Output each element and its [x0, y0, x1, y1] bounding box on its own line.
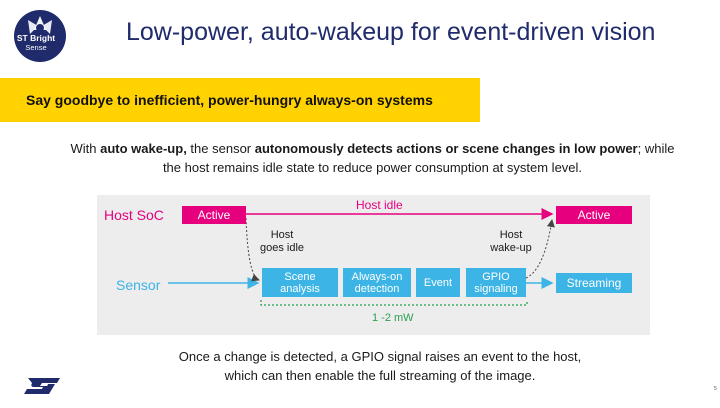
step-event: Event	[416, 268, 460, 297]
step-line: GPIO	[482, 270, 510, 283]
note-line: Host	[270, 229, 294, 241]
bottom-line-1: Once a change is detected, a GPIO signal…	[178, 349, 582, 364]
goes-idle-arrow	[245, 217, 260, 282]
desc-part-2: the sensor	[186, 141, 255, 156]
logo-line-1: ST Bright	[16, 33, 56, 43]
desc-bold-2: autonomously detects actions or scene ch…	[254, 141, 638, 156]
host-soc-label: Host SoC	[104, 207, 164, 223]
power-bracket	[260, 300, 528, 306]
sensor-label: Sensor	[116, 277, 161, 293]
step-line: analysis	[280, 282, 320, 295]
host-active-box-2: Active	[556, 206, 632, 224]
host-active-box-1: Active	[182, 206, 246, 224]
st-logo-icon	[24, 378, 60, 394]
note-line: wake-up	[490, 242, 532, 254]
page-title: Low-power, auto-wakeup for event-driven …	[126, 18, 656, 46]
host-goes-idle-note: Host goes idle	[254, 229, 310, 255]
description-text: With auto wake-up, the sensor autonomous…	[60, 139, 685, 177]
wake-up-arrow	[525, 219, 555, 279]
desc-part-3: ; while the host remains idle state to r…	[162, 141, 675, 175]
highlight-banner	[0, 78, 480, 122]
streaming-box: Streaming	[556, 273, 632, 293]
banner-text: Say goodbye to inefficient, power-hungry…	[26, 92, 433, 108]
step-line: Event	[423, 276, 453, 289]
step-line: Scene	[284, 270, 316, 283]
host-idle-label: Host idle	[356, 198, 403, 212]
logo-line-2: Sense	[25, 43, 47, 52]
step-line: detection	[354, 282, 400, 295]
note-line: Host	[499, 229, 523, 241]
desc-bold-1: auto wake-up,	[100, 141, 187, 156]
note-line: goes idle	[259, 242, 305, 254]
bottom-text: Once a change is detected, a GPIO signal…	[120, 347, 640, 385]
host-wake-up-note: Host wake-up	[484, 229, 538, 255]
page-number: 5	[714, 386, 717, 392]
desc-part-1: With	[70, 141, 101, 156]
step-line: signaling	[474, 282, 518, 295]
step-line: Always-on	[351, 270, 403, 283]
aperture-logo-icon	[14, 10, 66, 62]
power-consumption-label: 1 -2 mW	[372, 312, 414, 324]
logo-text: ST Bright Sense	[10, 33, 62, 53]
bottom-line-2: which can then enable the full streaming…	[224, 368, 536, 383]
